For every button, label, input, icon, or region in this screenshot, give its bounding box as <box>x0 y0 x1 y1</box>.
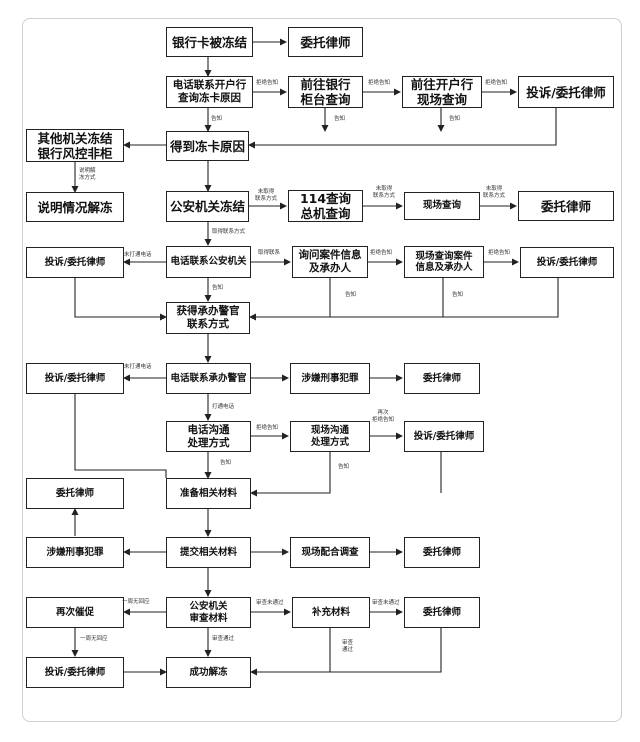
edge-complain3-getcontact <box>249 278 559 321</box>
label-not-through1: 未打通电话 <box>124 252 152 258</box>
node-lawyer6: 委托律师 <box>404 597 480 628</box>
label-inform4: 告知 <box>212 285 224 291</box>
label-through: 打通电话 <box>212 404 235 410</box>
label-explain-how: 说明解 冻方式 <box>79 168 96 182</box>
node-call-bank: 电话联系开户行 查询冻卡原因 <box>166 76 253 108</box>
node-prepare: 准备相关材料 <box>166 478 251 509</box>
node-explain: 说明情况解冻 <box>26 192 124 222</box>
node-complain6: 投诉/委托律师 <box>26 657 124 688</box>
label-inform2: 告知 <box>334 116 346 122</box>
node-complain2: 投诉/委托律师 <box>26 247 124 278</box>
node-complain5: 投诉/委托律师 <box>404 421 484 452</box>
node-success: 成功解冻 <box>166 657 251 688</box>
label-inform1: 告知 <box>211 116 223 122</box>
node-complain3: 投诉/委托律师 <box>520 247 614 278</box>
label-get-contact-way: 取得联系方式 <box>212 229 246 235</box>
label-review-pass1: 审查通过 <box>212 636 235 642</box>
edge-lawyer6-success <box>330 628 442 673</box>
label-review-fail2: 审查未通过 <box>372 600 400 606</box>
node-police-freeze: 公安机关冻结 <box>166 191 249 222</box>
label-no-contact1: 未取得 联系方式 <box>255 189 278 203</box>
node-visit-bank: 前往开户行 现场查询 <box>402 76 482 108</box>
label-reject-phone: 拒绝告知 <box>256 425 279 431</box>
label-reject-again: 再次 拒绝告知 <box>372 410 395 424</box>
label-not-through2: 未打通电话 <box>124 364 152 370</box>
label-reject2: 拒绝告知 <box>368 80 391 86</box>
edge-complain4-prepare <box>74 394 167 478</box>
edge-onsitecomm-prepare <box>250 452 331 497</box>
node-lawyer5: 委托律师 <box>404 537 480 568</box>
label-no-contact3: 未取得 联系方式 <box>483 186 506 200</box>
node-get-reason: 得到冻卡原因 <box>166 131 249 161</box>
edge-complain2-getcontact <box>74 278 167 321</box>
node-complain1: 投诉/委托律师 <box>518 76 614 108</box>
node-onsite-comm: 现场沟通 处理方式 <box>290 421 370 452</box>
node-bank-counter: 前往银行 柜台查询 <box>288 76 363 108</box>
node-suspect2: 涉嫌刑事犯罪 <box>26 537 124 568</box>
node-onsite-case: 现场查询案件 信息及承办人 <box>404 246 484 278</box>
label-week-no-reply1: 一周无回应 <box>122 599 150 605</box>
label-week-no-reply2: 一周无回应 <box>80 636 108 642</box>
node-submit: 提交相关材料 <box>166 537 251 568</box>
node-call-police: 电话联系公安机关 <box>166 246 251 278</box>
label-review-fail1: 审查未通过 <box>256 600 284 606</box>
label-inform3: 告知 <box>449 116 461 122</box>
label-reject4: 拒绝告知 <box>370 250 393 256</box>
edge-supplement-success <box>250 628 331 676</box>
node-query-114: 114查询 总机查询 <box>288 190 363 222</box>
node-phone-comm: 电话沟通 处理方式 <box>166 421 251 452</box>
node-lawyer1: 委托律师 <box>288 27 363 57</box>
node-suspect1: 涉嫌刑事犯罪 <box>290 363 370 394</box>
node-lawyer3: 委托律师 <box>404 363 480 394</box>
label-inform6: 告知 <box>452 292 464 298</box>
node-urge: 再次催促 <box>26 597 124 628</box>
node-freeze: 银行卡被冻结 <box>166 27 253 57</box>
node-review: 公安机关 审查材料 <box>166 597 251 628</box>
node-get-contact: 获得承办警官 联系方式 <box>166 302 250 334</box>
node-onsite-query: 现场查询 <box>404 192 480 220</box>
label-reject1: 拒绝告知 <box>256 80 279 86</box>
node-ask-case: 询问案件信息 及承办人 <box>292 246 368 278</box>
node-complain4: 投诉/委托律师 <box>26 363 124 394</box>
label-reject5: 拒绝告知 <box>488 250 511 256</box>
node-supplement: 补充材料 <box>292 597 370 628</box>
node-onsite-coop: 现场配合调查 <box>290 537 370 568</box>
node-lawyer2: 委托律师 <box>518 191 614 221</box>
label-review-pass2: 审查 通过 <box>342 640 354 654</box>
node-lawyer4: 委托律师 <box>26 478 124 509</box>
label-inform-onsite: 告知 <box>338 464 350 470</box>
label-inform7: 告知 <box>220 460 232 466</box>
label-get-contact2: 取得联系 <box>258 250 281 256</box>
label-no-contact2: 未取得 联系方式 <box>373 186 396 200</box>
label-reject3: 拒绝告知 <box>485 80 508 86</box>
edge-complain1-getreason <box>248 108 557 149</box>
node-other-agency: 其他机关冻结 银行风控非柜 <box>26 129 124 162</box>
label-inform5: 告知 <box>345 292 357 298</box>
node-call-officer: 电话联系承办警官 <box>166 363 251 394</box>
